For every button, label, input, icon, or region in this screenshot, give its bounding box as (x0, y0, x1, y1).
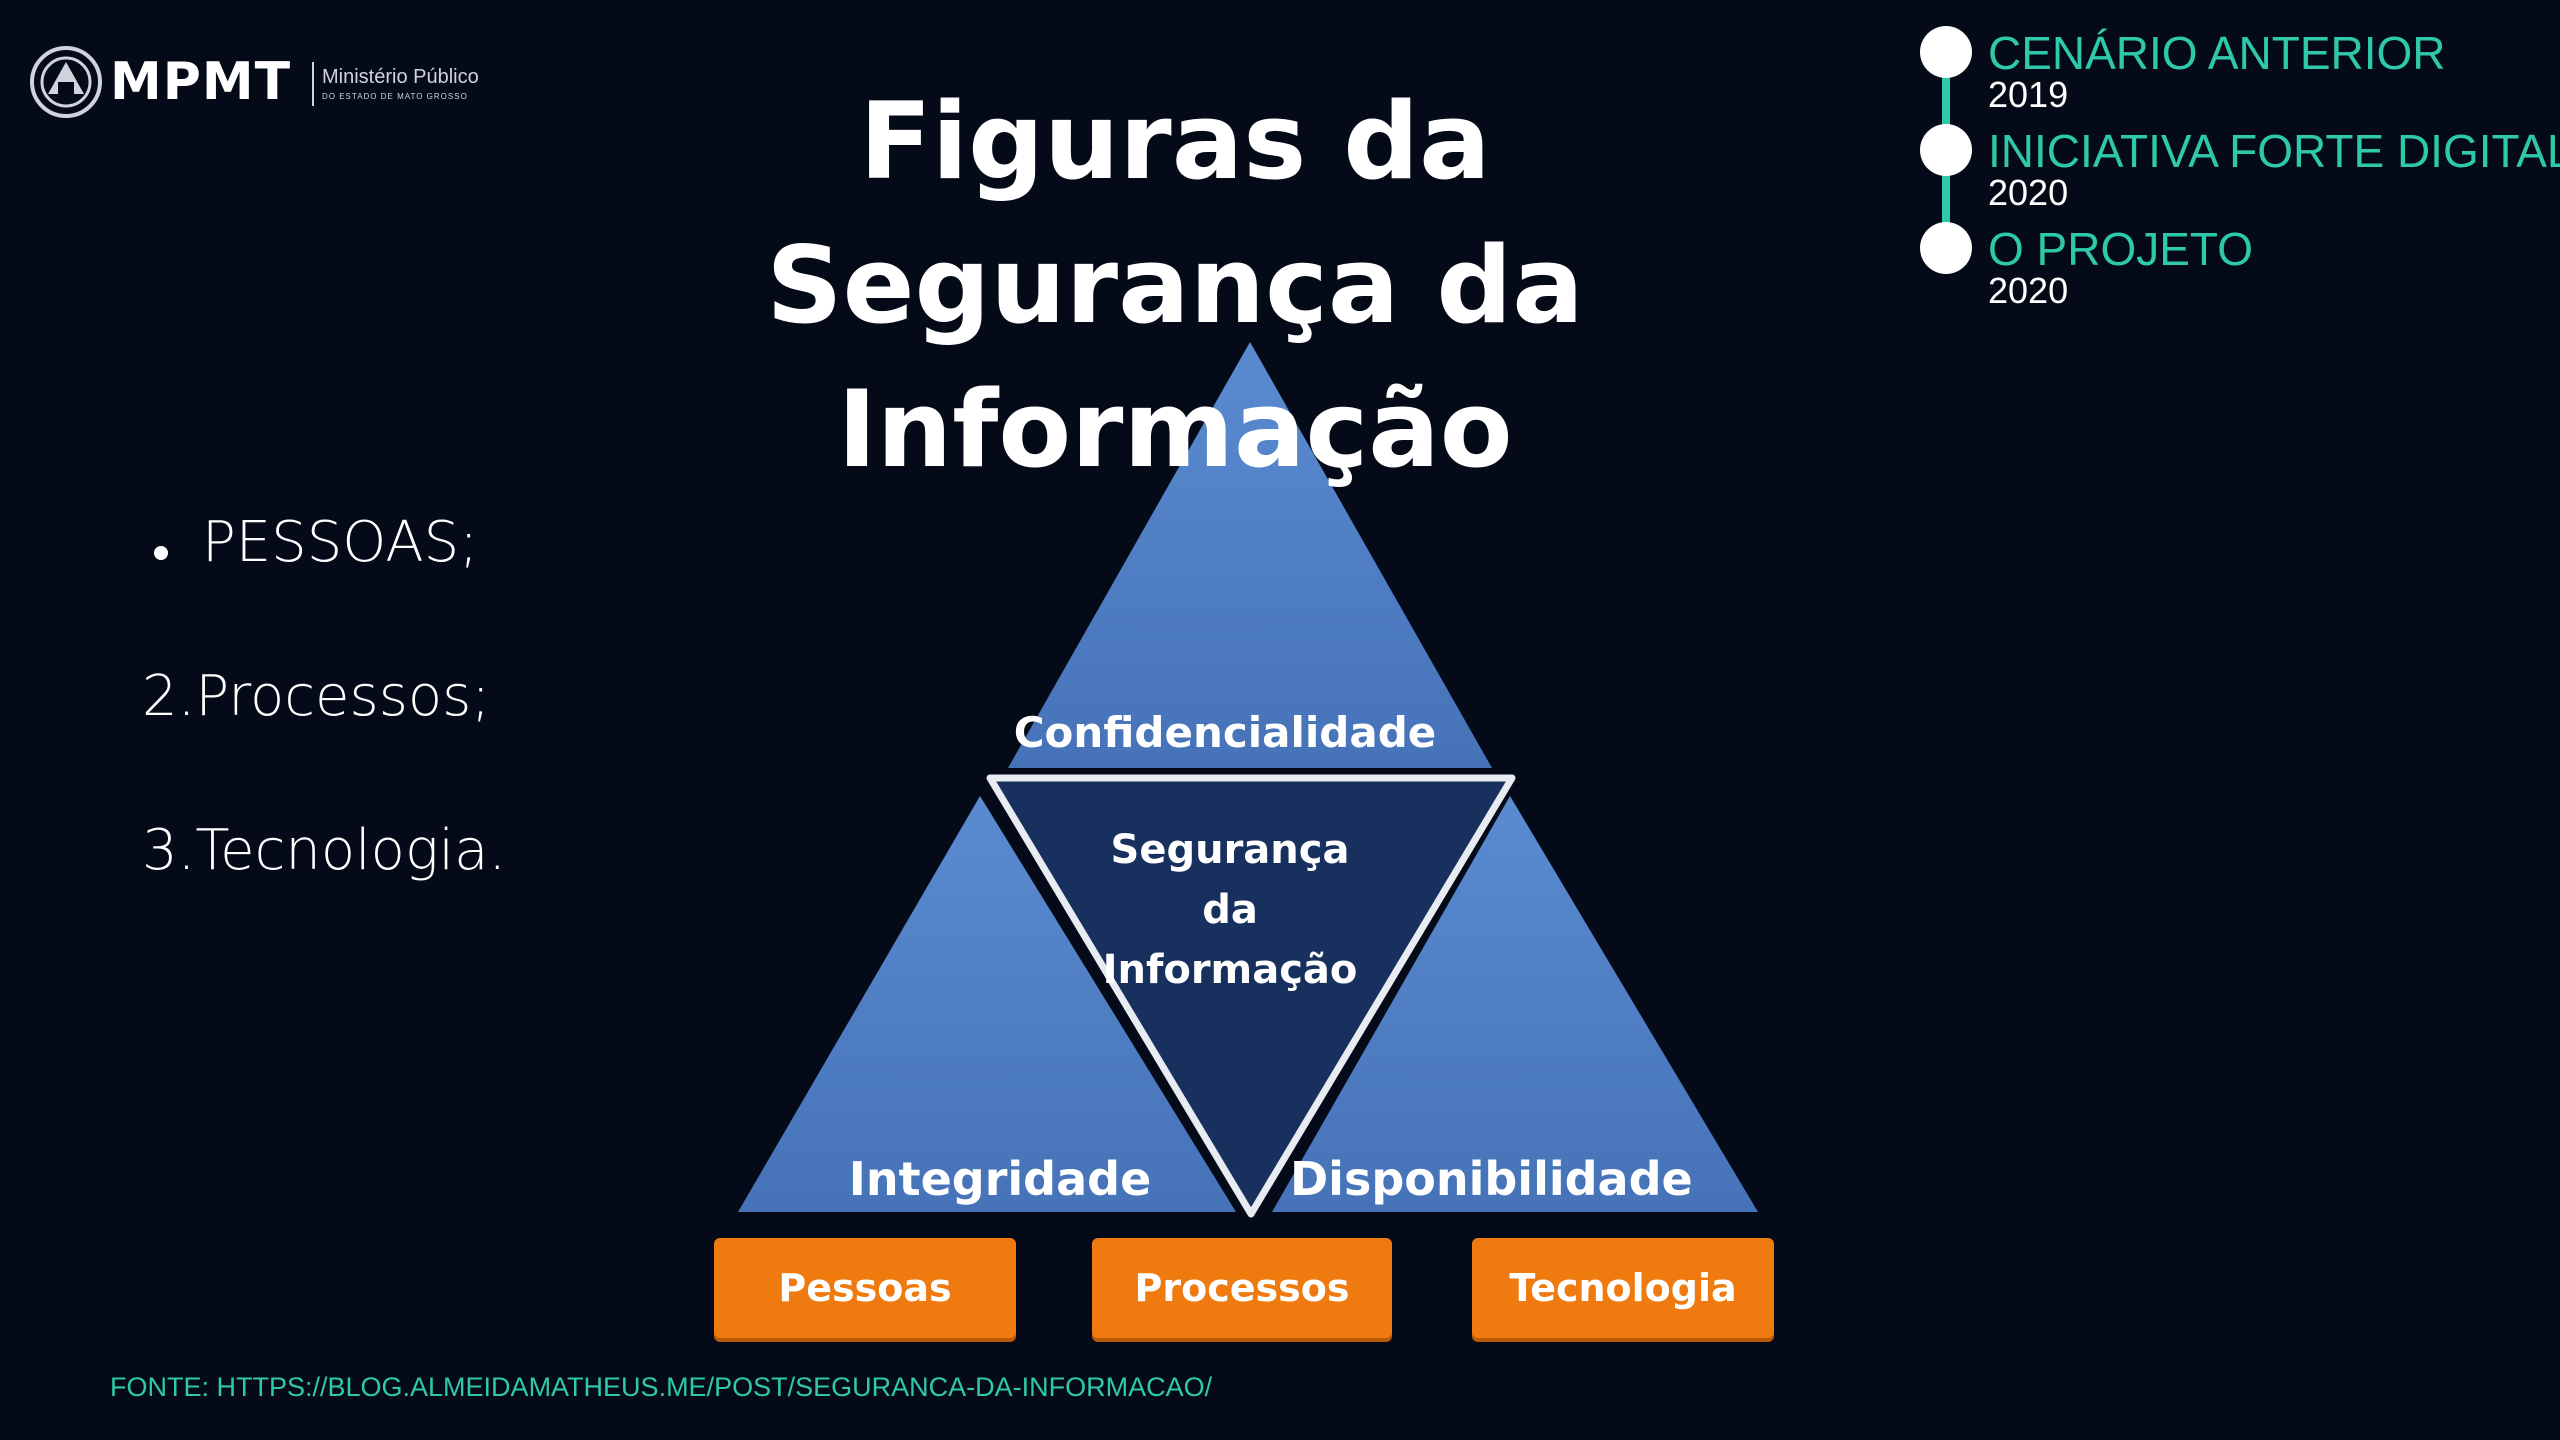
title-line-2: Segurança da (766, 224, 1584, 347)
timeline-step-cenario-anterior[interactable]: CENÁRIO ANTERIOR 2019 (1910, 22, 2550, 122)
timeline-step-label: CENÁRIO ANTERIOR (1988, 27, 2446, 79)
timeline-step-year: 2019 (1988, 74, 2069, 115)
pessoas-box: Pessoas (714, 1238, 1016, 1338)
timeline-step-label: INICIATIVA FORTE DIGITAL (1988, 125, 2560, 177)
processos-box: Processos (1092, 1238, 1392, 1338)
mpmt-emblem-icon (30, 46, 102, 118)
timeline-step-o-projeto[interactable]: O PROJETO 2020 (1910, 218, 2550, 318)
timeline-step-label: O PROJETO (1988, 223, 2253, 275)
security-triad-diagram: Confidencialidade Segurança da Informaçã… (700, 330, 1810, 1350)
center-label-line-2: da (1202, 887, 1258, 933)
label-disponibilidade: Disponibilidade (1290, 1152, 1693, 1206)
list-item-pessoas: PESSOAS; (202, 510, 479, 575)
timeline-step-year: 2020 (1988, 172, 2069, 213)
triangle-disponibilidade (1272, 796, 1758, 1212)
logo-institution-state: DO ESTADO DE MATO GROSSO (322, 92, 468, 101)
title-line-1: Figuras da (859, 80, 1491, 203)
center-label-line-3: Informação (1102, 947, 1358, 993)
timeline-dot-icon (1920, 26, 1972, 78)
triad-triangles (738, 342, 1758, 1218)
label-seguranca-informacao: Segurança da Informação (1090, 820, 1370, 1000)
label-confidencialidade: Confidencialidade (1013, 708, 1437, 757)
logo-divider (312, 62, 314, 106)
logo-institution-name: Ministério Público (322, 66, 479, 88)
slide-title: Figuras da Segurança da Informação (700, 70, 1650, 502)
timeline-step-year: 2020 (1988, 270, 2069, 311)
tecnologia-box: Tecnologia (1472, 1238, 1774, 1338)
triangle-center-security (986, 774, 1516, 1218)
center-label-line-1: Segurança (1110, 827, 1350, 873)
source-link[interactable]: FONTE: HTTPS://BLOG.ALMEIDAMATHEUS.ME/PO… (110, 1372, 1213, 1402)
title-line-3: Informação (837, 368, 1513, 491)
bullet-icon (154, 546, 168, 560)
triangle-integridade (738, 796, 1236, 1212)
timeline-nav: CENÁRIO ANTERIOR 2019 INICIATIVA FORTE D… (1910, 22, 2560, 322)
mpmt-logo: MPMT Ministério Público DO ESTADO DE MAT… (28, 44, 479, 124)
timeline-dot-icon (1920, 222, 1972, 274)
list-item-processos: 2.Processos; (142, 664, 491, 729)
triangle-confidencialidade (1008, 342, 1492, 768)
timeline-dot-icon (1920, 124, 1972, 176)
list-item-tecnologia: 3.Tecnologia. (142, 818, 507, 883)
timeline-step-iniciativa-forte-digital[interactable]: INICIATIVA FORTE DIGITAL 2020 (1910, 120, 2560, 220)
label-integridade: Integridade (848, 1152, 1152, 1206)
logo-brand-text: MPMT (110, 52, 292, 112)
